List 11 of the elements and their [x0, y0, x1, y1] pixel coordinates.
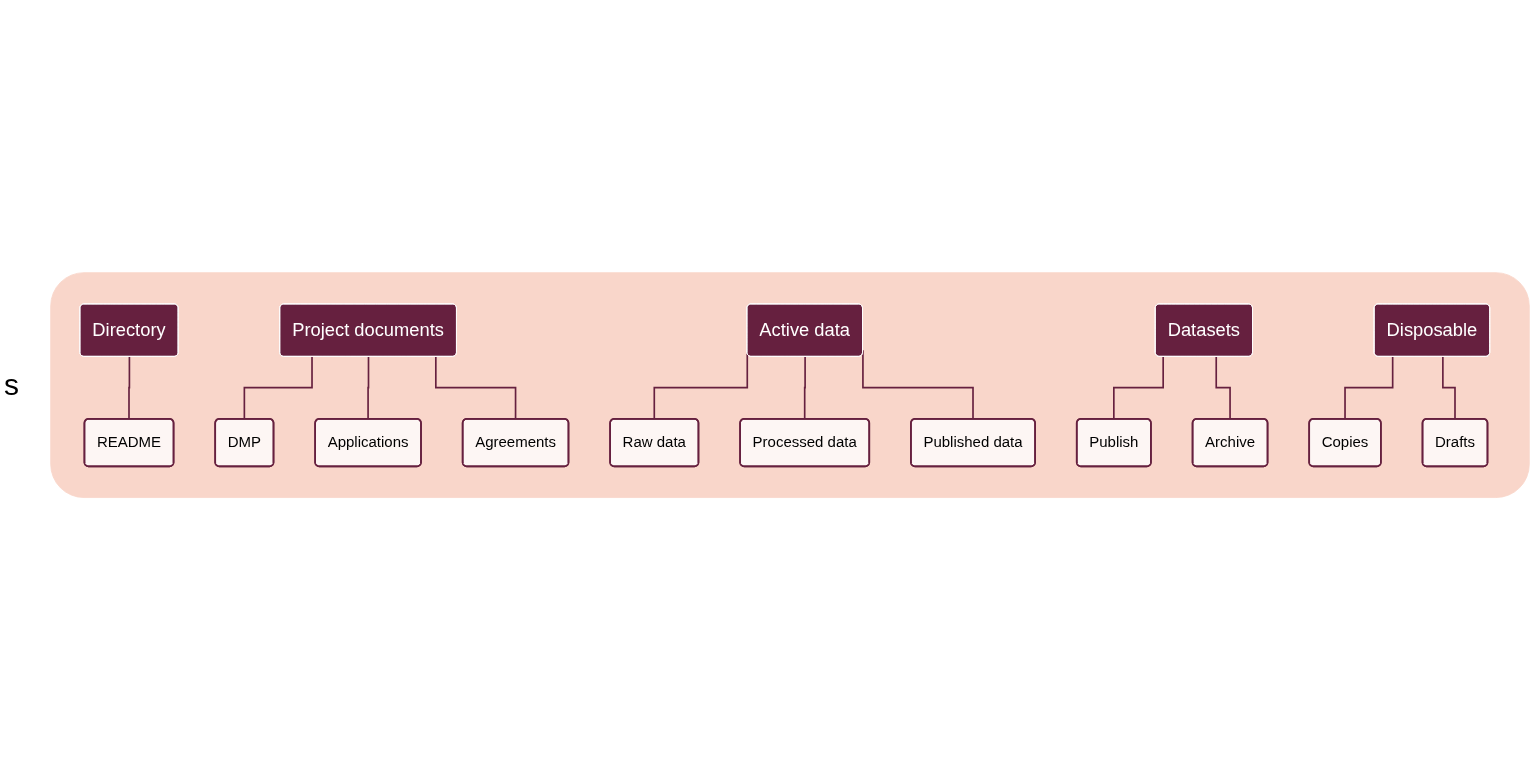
connector: [1344, 355, 1394, 420]
connector: [367, 355, 370, 420]
connector: [803, 355, 806, 420]
label-text: s: [4, 368, 20, 402]
cluster: [50, 272, 1530, 498]
connector: [243, 355, 313, 420]
connector: [1442, 355, 1457, 420]
connector: [435, 355, 517, 420]
connector: [1215, 355, 1232, 420]
connector: [1113, 355, 1164, 420]
connector: [128, 355, 131, 420]
